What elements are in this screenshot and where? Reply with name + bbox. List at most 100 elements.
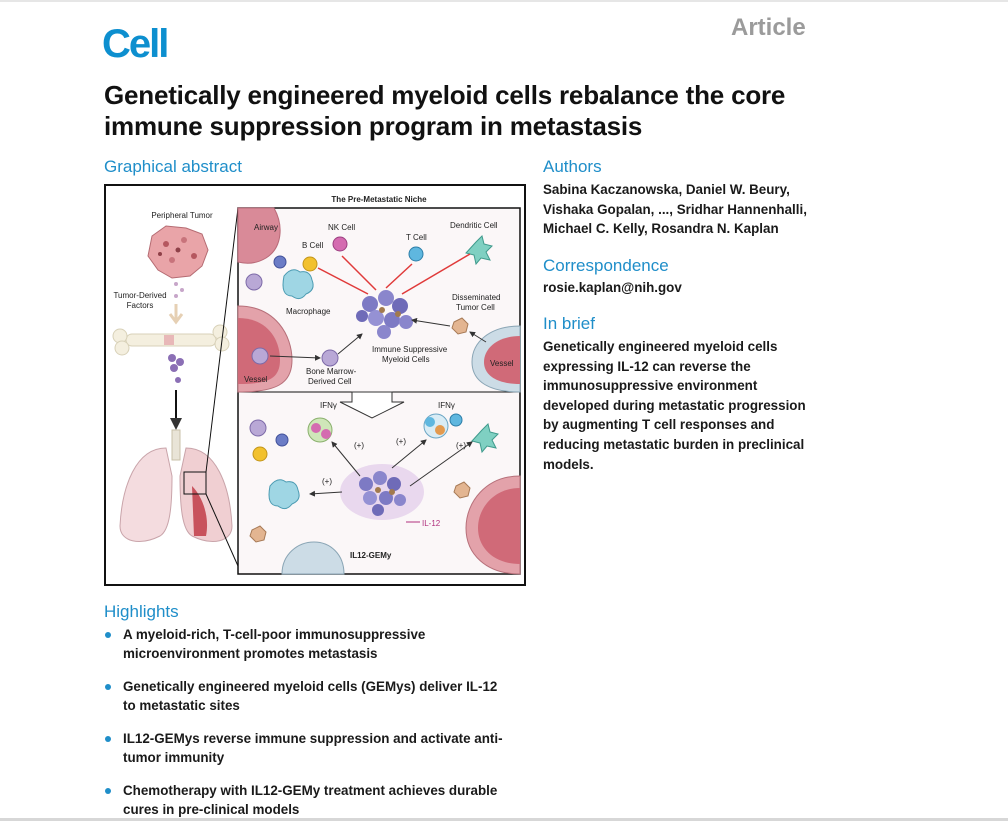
factor-arrow — [168, 304, 184, 325]
disseminated-tumor-label-1: Disseminated — [452, 293, 500, 302]
gemy-to-nk-arrow — [331, 441, 361, 477]
t-cell-icon — [408, 246, 424, 262]
vessel-myeloid-cell-icon — [251, 347, 269, 365]
highlight-line: to metastatic sites — [123, 698, 240, 713]
immune-suppressive-label-1: Immune Suppressive — [372, 345, 448, 354]
il12-gemy-cluster — [340, 464, 424, 520]
bmdc-label-1: Bone Marrow- — [306, 367, 357, 376]
disseminated-tumor-cell-icon — [451, 317, 469, 335]
bottom-lymphocyte-icon — [275, 433, 289, 447]
article-title: Genetically engineered myeloid cells reb… — [104, 80, 786, 141]
in-brief-line: immunosuppressive environment — [543, 378, 758, 394]
bullet-icon — [105, 632, 111, 638]
top-divider — [0, 0, 1008, 2]
activated-dendritic-cell-icon — [471, 423, 499, 454]
activated-t-cluster — [423, 413, 463, 439]
article-type-label: Article — [731, 14, 806, 41]
t-cell-label: T Cell — [406, 233, 427, 242]
correspondence-heading: Correspondence — [543, 256, 669, 275]
graphical-abstract-illustration: Peripheral Tumor Tumor-Derived Factors — [112, 195, 521, 575]
bullet-icon — [105, 788, 111, 794]
highlight-item: A myeloid-rich, T-cell-poor immunosuppre… — [104, 625, 534, 663]
nk-cell-label: NK Cell — [328, 223, 355, 232]
plus-label-3: (+) — [456, 441, 466, 450]
dendritic-cell-label: Dendritic Cell — [450, 221, 498, 230]
ifng-left-label: IFNγ — [320, 401, 337, 410]
bottom-macrophage-icon — [268, 479, 300, 510]
nk-cell-icon — [332, 236, 348, 252]
in-brief-line: expressing IL-12 can reverse the — [543, 358, 751, 374]
highlight-line: Genetically engineered myeloid cells (GE… — [123, 679, 498, 694]
vessel-to-tumor-arrow — [469, 331, 487, 343]
in-brief-text: Genetically engineered myeloid cells exp… — [543, 337, 843, 474]
bone-marrow-derived-cell-icon — [321, 349, 339, 367]
highlights-heading: Highlights — [104, 602, 179, 621]
il12-label: IL-12 — [422, 519, 441, 528]
correspondence-email[interactable]: rosie.kaplan@nih.gov — [543, 280, 682, 295]
transition-arrow — [339, 391, 405, 419]
bullet-icon — [105, 684, 111, 690]
immune-suppressive-cluster — [356, 290, 413, 339]
graphical-abstract-heading: Graphical abstract — [104, 157, 242, 176]
disseminated-tumor-label-2: Tumor Cell — [456, 303, 495, 312]
b-cell-label: B Cell — [302, 241, 324, 250]
b-cell-icon — [302, 256, 318, 272]
right-tumor-cell-icon — [453, 481, 471, 499]
small-lymphocyte-icon — [273, 255, 287, 269]
bottom-b-cell-icon — [252, 446, 268, 462]
plus-label-2: (+) — [396, 437, 406, 446]
authors-list: Sabina Kaczanowska, Daniel W. Beury, Vis… — [543, 180, 843, 239]
in-brief-line: reducing metastatic burden in preclinica… — [543, 436, 805, 452]
airway-shape — [237, 207, 281, 264]
activated-nk-cluster — [307, 417, 333, 443]
inhibit-nk — [341, 255, 377, 291]
inhibit-b — [317, 267, 369, 295]
tumor-derived-factors-label-1: Tumor-Derived — [113, 291, 166, 300]
bottom-divider — [0, 818, 1008, 821]
in-brief-line: models. — [543, 456, 594, 472]
authors-heading: Authors — [543, 157, 602, 176]
highlight-item: Chemotherapy with IL12-GEMy treatment ac… — [104, 781, 534, 819]
vessel-left-label: Vessel — [244, 375, 268, 384]
journal-logo: Cell — [102, 22, 169, 66]
in-brief-heading: In brief — [543, 314, 595, 333]
myeloid-cell-dots — [168, 354, 184, 383]
in-brief-line: Genetically engineered myeloid cells — [543, 339, 778, 354]
immune-suppressive-label-2: Myeloid Cells — [382, 355, 430, 364]
tumor-to-cluster-arrow — [411, 317, 451, 327]
tumor-derived-factors-dots — [174, 282, 184, 298]
highlight-item: Genetically engineered myeloid cells (GE… — [104, 677, 534, 715]
highlight-item: IL12-GEMys reverse immune suppression an… — [104, 729, 534, 767]
authors-line: Sabina Kaczanowska, Daniel W. Beury, — [543, 182, 790, 197]
bmdc-label-2: Derived Cell — [308, 377, 352, 386]
in-brief-line: developed during metastatic progression — [543, 397, 806, 413]
gemy-to-t-arrow — [391, 439, 427, 469]
macrophage-label: Macrophage — [286, 307, 331, 316]
inhibit-t — [385, 263, 413, 289]
vessel-bottom-left-icon — [281, 541, 345, 575]
highlight-line: Chemotherapy with IL12-GEMy treatment ac… — [123, 783, 498, 798]
gemy-to-macrophage-arrow — [309, 490, 343, 497]
peripheral-tumor-icon — [147, 225, 209, 279]
highlight-line: IL12-GEMys reverse immune suppression an… — [123, 731, 503, 746]
dendritic-cell-icon — [465, 235, 493, 266]
bottom-tumor-cell-icon — [249, 525, 267, 543]
bmdc-to-cluster-arrow — [337, 333, 363, 355]
bone-icon — [112, 324, 230, 356]
bottom-monocyte-icon — [249, 419, 267, 437]
plus-label-4: (+) — [322, 477, 332, 486]
inhibit-dc — [401, 253, 471, 295]
vessel-right-icon — [471, 325, 521, 393]
peripheral-tumor-label: Peripheral Tumor — [151, 211, 213, 220]
in-brief-line: by augmenting T cell responses and — [543, 417, 775, 433]
niche-title: The Pre-Metastatic Niche — [331, 195, 427, 204]
il12-gemy-label: IL12-GEMy — [350, 551, 392, 560]
graphical-abstract-figure: Peripheral Tumor Tumor-Derived Factors — [104, 184, 526, 586]
ifng-right-label: IFNγ — [438, 401, 455, 410]
vessel-to-bmdc-arrow — [269, 354, 321, 361]
plus-label-1: (+) — [354, 441, 364, 450]
vessel-right-label: Vessel — [490, 359, 514, 368]
zoom-line-bottom — [205, 493, 239, 567]
vessel-left-icon — [237, 305, 293, 393]
